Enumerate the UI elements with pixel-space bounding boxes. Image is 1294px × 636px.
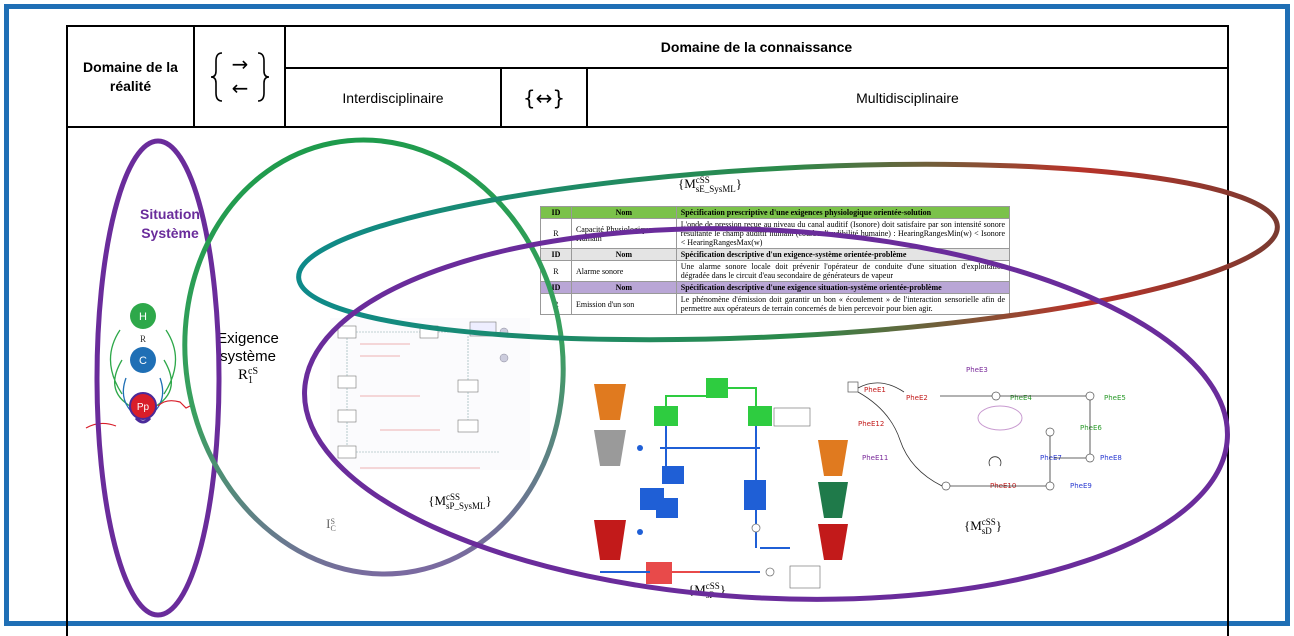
multidisciplinary-cell: Multidisciplinaire	[586, 67, 1229, 128]
spec-header-row-2: ID Nom Spécification descriptive d'un ex…	[540, 248, 1011, 261]
spec-row-1: R Capacité Physiologique Humain L'onde d…	[540, 218, 1011, 249]
situation-system-label: Situation Système	[140, 206, 200, 241]
bidirectional-label: {↔}	[522, 85, 566, 110]
spec-header-row-3: ID Nom Spécification descriptive d'une e…	[540, 281, 1011, 294]
bidirectional-cell: {↔}	[500, 67, 588, 128]
spec-row-3: R Emission d'un son Le phénomène d'émiss…	[540, 293, 1011, 315]
knowledge-domain-cell: Domaine de la connaissance	[284, 25, 1229, 69]
spec-table: ID Nom Spécification prescriptive d'une …	[540, 206, 1011, 315]
multidisciplinary-label: Multidisciplinaire	[856, 89, 959, 106]
knowledge-domain-label: Domaine de la connaissance	[660, 39, 853, 55]
relation-brace: → ←	[210, 52, 269, 102]
relation-left-arrow: ←	[231, 76, 248, 100]
requirement-line2: système	[220, 348, 276, 365]
spec-header-row-1: ID Nom Spécification prescriptive d'une …	[540, 206, 1011, 219]
interdisciplinary-label: Interdisciplinaire	[342, 89, 444, 106]
reality-domain-label: Domaine de la réalité	[83, 58, 178, 94]
relation-cell: → ←	[193, 25, 286, 128]
relation-right-arrow: →	[231, 52, 248, 76]
requirement-line1: Exigence	[217, 330, 279, 347]
spec-row-2: R Alarme sonore Une alarme sonore locale…	[540, 260, 1011, 282]
interdisciplinary-cell: Interdisciplinaire	[284, 67, 502, 128]
reality-domain-cell: Domaine de la réalité	[66, 25, 195, 128]
